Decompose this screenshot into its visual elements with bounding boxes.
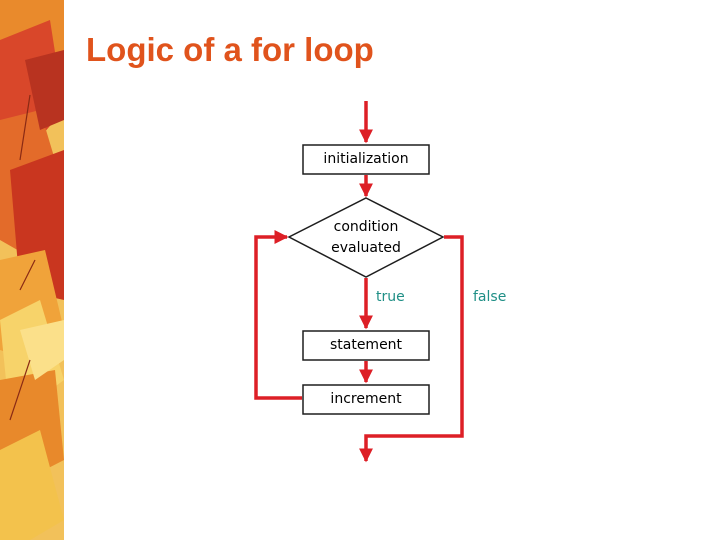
false-branch-label: false (473, 289, 507, 305)
increment-label: increment (330, 391, 402, 407)
initialization-box (302, 144, 430, 175)
loop-back-arrow (254, 230, 302, 400)
slide-title: Logic of a for loop (86, 31, 374, 68)
statement-box (302, 330, 430, 361)
increment-box (302, 384, 430, 415)
false-branch-arrow (359, 235, 464, 463)
condition-diamond (287, 197, 445, 278)
condition-label-line2: evaluated (331, 240, 401, 256)
true-branch-label: true (376, 289, 405, 305)
statement-label: statement (329, 337, 403, 353)
condition-label-line1: condition (333, 219, 399, 235)
initialization-label: initialization (323, 151, 409, 167)
autumn-leaves-image (0, 0, 64, 540)
